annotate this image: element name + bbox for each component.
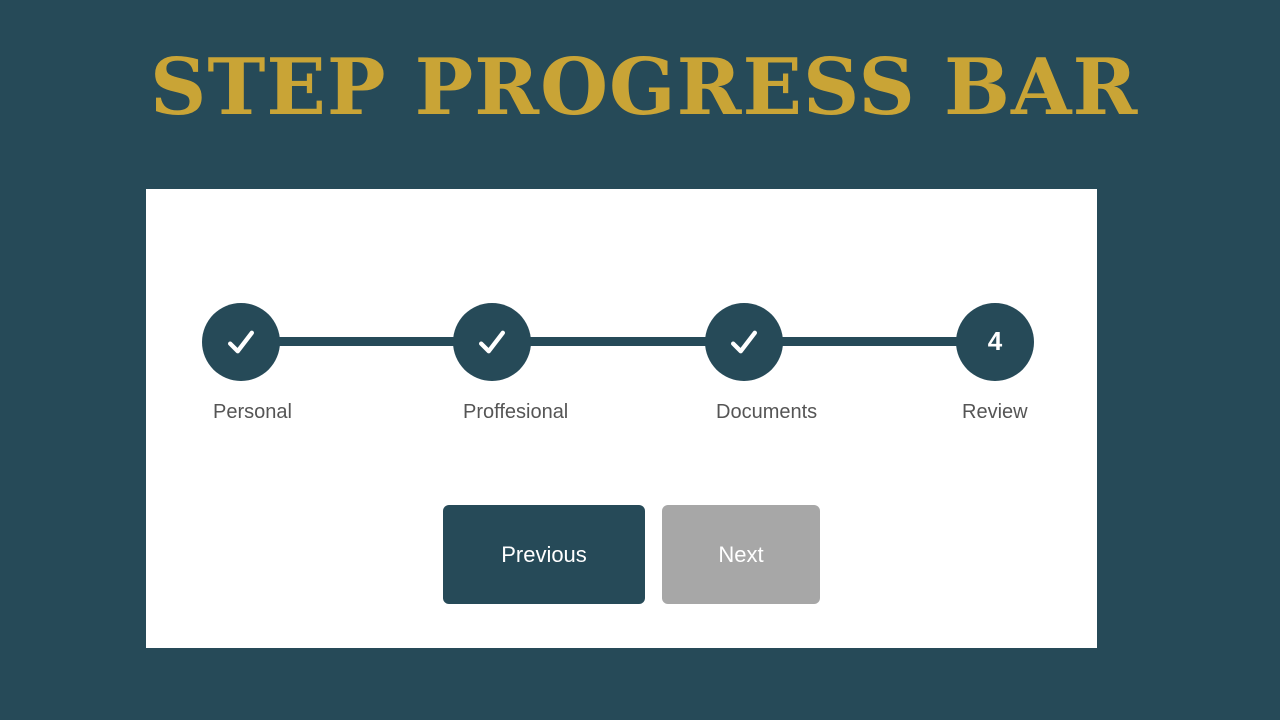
step-circle-review: 4	[956, 303, 1034, 381]
step-label-review: Review	[962, 401, 1028, 423]
step-label-documents: Documents	[716, 401, 818, 423]
step-number: 4	[987, 325, 1003, 356]
previous-button[interactable]: Previous	[443, 505, 645, 604]
step-circle-personal	[202, 303, 280, 381]
next-button[interactable]: Next	[662, 505, 820, 604]
progress-track	[241, 337, 994, 346]
check-icon	[731, 329, 757, 355]
check-icon	[228, 329, 254, 355]
step-label-personal: Personal	[213, 401, 292, 423]
step-progress-card: Personal Proffesional Documents 4 Review…	[146, 189, 1097, 648]
step-label-proffesional: Proffesional	[463, 401, 569, 423]
step-circle-documents	[705, 303, 783, 381]
step-circle-proffesional	[453, 303, 531, 381]
page-title: STEP PROGRESS BAR	[150, 42, 1139, 133]
check-icon	[479, 329, 505, 355]
